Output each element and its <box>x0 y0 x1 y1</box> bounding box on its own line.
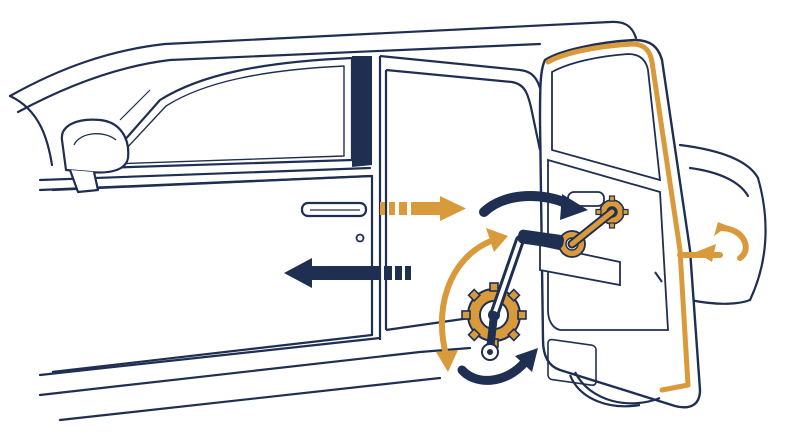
rear-quarter-side <box>748 176 767 302</box>
rear-quarter-top <box>678 143 760 180</box>
crank-arm-icon <box>481 207 617 361</box>
door-handle-icon <box>300 201 368 218</box>
sill-line <box>58 376 442 422</box>
close-direction-arrow <box>284 258 411 288</box>
door-pocket <box>547 338 597 387</box>
motion-arrow-icon <box>284 191 749 385</box>
open-door-icon <box>538 38 702 409</box>
roof-inner-line <box>16 42 542 114</box>
rear-quarter-bottom <box>688 298 752 305</box>
door-lock <box>355 233 365 243</box>
rotation-arrow-left <box>436 228 508 372</box>
front-door-panel <box>51 174 374 374</box>
open-direction-arrow <box>380 196 466 221</box>
rear-wheel-arch <box>574 371 661 405</box>
front-window <box>98 56 354 170</box>
rocker-line <box>38 336 382 377</box>
rocker-line-2 <box>38 346 472 397</box>
side-mirror-icon <box>60 118 130 194</box>
rear-panel-line <box>688 166 750 198</box>
rotation-arrow-top <box>479 191 588 220</box>
rotation-arrow-bottom <box>457 348 538 385</box>
b-pillar <box>352 56 372 167</box>
windshield-line <box>8 94 54 167</box>
door-weatherstrip <box>545 41 691 388</box>
roof-outline <box>8 20 638 98</box>
rotation-arrow-right <box>677 222 749 262</box>
